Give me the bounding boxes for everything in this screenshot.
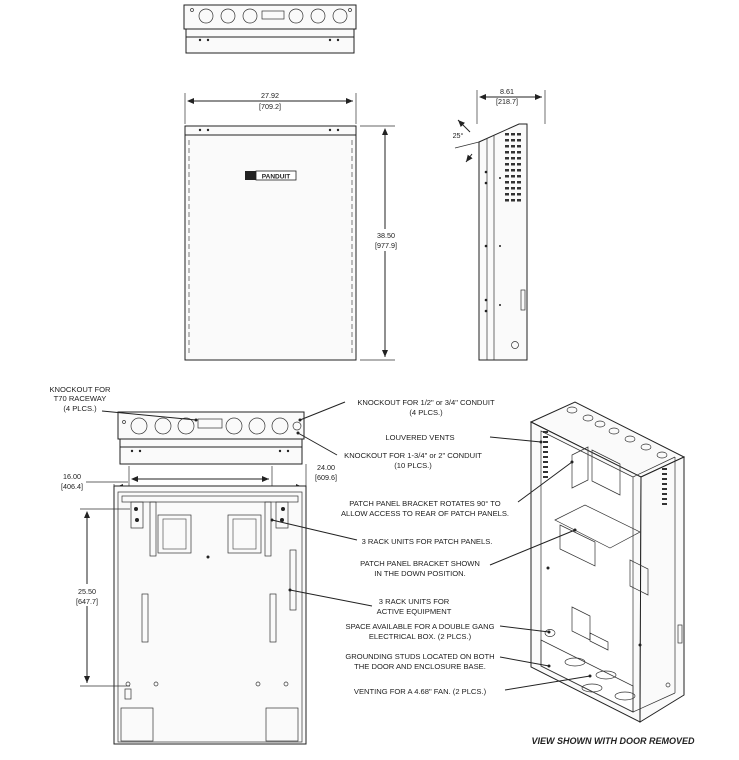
callout-bracket-down-line1: PATCH PANEL BRACKET SHOWN xyxy=(360,559,480,568)
callout-rack-active-line2: ACTIVE EQUIPMENT xyxy=(377,607,452,616)
top-view-upper xyxy=(183,4,357,54)
iso-knockouts xyxy=(566,406,668,459)
callout-conduit-large-line1: KNOCKOUT FOR 1-3/4" or 2" CONDUIT xyxy=(344,451,482,460)
callout-conduit-large: KNOCKOUT FOR 1-3/4" or 2" CONDUIT (10 PL… xyxy=(344,451,482,470)
leader-dots xyxy=(194,418,592,678)
iso-louvers xyxy=(543,431,667,505)
front-width-mm: [709.2] xyxy=(259,102,281,111)
bracket-span-in: 16.00 xyxy=(63,472,81,481)
depth-mm: [218.7] xyxy=(496,97,518,106)
patch-brackets xyxy=(130,501,289,557)
logo-text: PANDUIT xyxy=(262,174,290,181)
callout-rack-active-line1: 3 RACK UNITS FOR xyxy=(379,597,450,606)
callout-gang-box: SPACE AVAILABLE FOR A DOUBLE GANG ELECTR… xyxy=(346,622,495,641)
callout-louvered-vents-line1: LOUVERED VENTS xyxy=(385,433,454,442)
callout-conduit-small: KNOCKOUT FOR 1/2" or 3/4" CONDUIT (4 PLC… xyxy=(357,398,495,417)
callout-bracket-rotates: PATCH PANEL BRACKET ROTATES 90° TO ALLOW… xyxy=(341,499,509,518)
front-view: 27.92 [709.2] PANDUIT 38.50 [977.9] xyxy=(184,91,405,361)
view-caption: VIEW SHOWN WITH DOOR REMOVED xyxy=(532,736,695,746)
callout-louvered-vents: LOUVERED VENTS xyxy=(385,433,454,442)
isometric-view xyxy=(529,401,686,723)
knockout-row-upper xyxy=(190,8,352,24)
height-mm: [977.9] xyxy=(375,241,397,250)
callout-conduit-small-line1: KNOCKOUT FOR 1/2" or 3/4" CONDUIT xyxy=(357,398,495,407)
callout-rack-patch-line1: 3 RACK UNITS FOR PATCH PANELS. xyxy=(362,537,493,546)
active-rails xyxy=(141,593,277,643)
inner-height-in: 25.50 xyxy=(78,587,96,596)
inner-width-in: 24.00 xyxy=(317,463,335,472)
top-view-lower xyxy=(117,411,305,465)
angle-text: 25° xyxy=(453,131,464,140)
callout-grounding-line1: GROUNDING STUDS LOCATED ON BOTH xyxy=(345,652,494,661)
callout-bracket-rotates-line2: ALLOW ACCESS TO REAR OF PATCH PANELS. xyxy=(341,509,509,518)
callout-grounding: GROUNDING STUDS LOCATED ON BOTH THE DOOR… xyxy=(345,652,494,671)
side-view: 8.61 [218.7] 25° xyxy=(453,87,546,361)
callout-t70-knockout: KNOCKOUT FOR T70 RACEWAY (4 PLCS.) xyxy=(49,385,111,413)
callout-t70-line1: KNOCKOUT FOR xyxy=(49,385,111,394)
callout-fan-vent: VENTING FOR A 4.68" FAN. (2 PLCS.) xyxy=(354,687,487,696)
inner-height-mm: [647.7] xyxy=(76,597,98,606)
angle-callout: 25° xyxy=(453,119,480,163)
side-louvers xyxy=(505,133,521,202)
callout-t70-line3: (4 PLCS.) xyxy=(63,404,97,413)
callout-t70-line2: T70 RACEWAY xyxy=(54,394,107,403)
callout-bracket-down: PATCH PANEL BRACKET SHOWN IN THE DOWN PO… xyxy=(360,559,480,578)
panduit-logo: PANDUIT xyxy=(245,170,297,181)
callout-grounding-line2: THE DOOR AND ENCLOSURE BASE. xyxy=(354,662,486,671)
depth-in: 8.61 xyxy=(500,87,514,96)
callout-rack-active: 3 RACK UNITS FOR ACTIVE EQUIPMENT xyxy=(377,597,452,616)
callout-conduit-large-line2: (10 PLCS.) xyxy=(394,461,432,470)
front-interior-view: 16.00 [406.4] 24.00 [609.6] 25.50 [ xyxy=(61,463,337,745)
callout-fan-vent-line1: VENTING FOR A 4.68" FAN. (2 PLCS.) xyxy=(354,687,487,696)
callout-bracket-down-line2: IN THE DOWN POSITION. xyxy=(374,569,465,578)
callout-conduit-small-line2: (4 PLCS.) xyxy=(409,408,443,417)
callout-gang-box-line1: SPACE AVAILABLE FOR A DOUBLE GANG xyxy=(346,622,495,631)
height-in: 38.50 xyxy=(377,231,395,240)
callout-rack-patch: 3 RACK UNITS FOR PATCH PANELS. xyxy=(362,537,493,546)
inner-width-mm: [609.6] xyxy=(315,473,337,482)
front-width-in: 27.92 xyxy=(261,91,279,100)
leader-lines xyxy=(101,401,591,691)
bracket-span-mm: [406.4] xyxy=(61,482,83,491)
callout-bracket-rotates-line1: PATCH PANEL BRACKET ROTATES 90° TO xyxy=(349,499,501,508)
callout-gang-box-line2: ELECTRICAL BOX. (2 PLCS.) xyxy=(369,632,472,641)
